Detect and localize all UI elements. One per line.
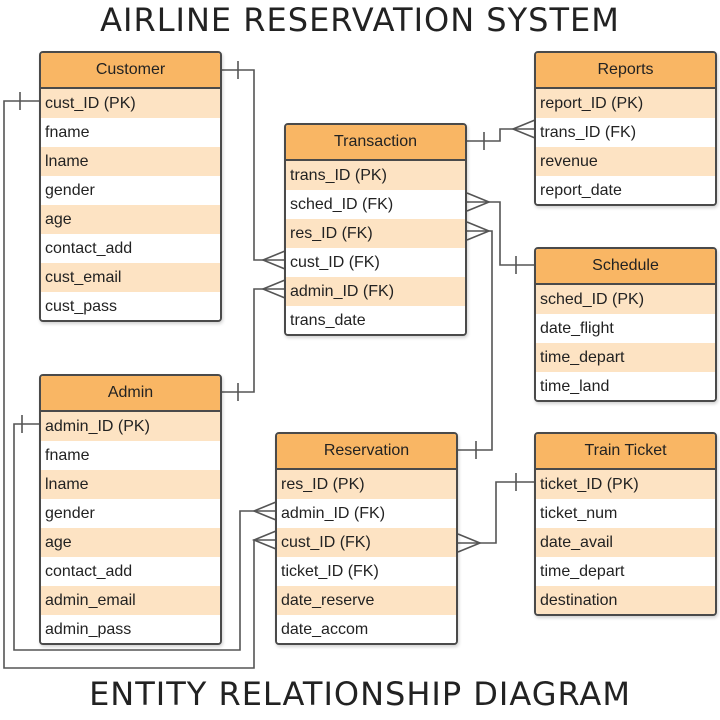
field-row: fname (41, 118, 220, 147)
entity-header: Schedule (536, 249, 715, 285)
field-row: gender (41, 499, 220, 528)
field-row: ticket_ID (FK) (277, 557, 456, 586)
field-row: res_ID (PK) (277, 470, 456, 499)
field-row: destination (536, 586, 715, 614)
link-customer-reservation (3, 92, 277, 669)
link-reservation-transaction (458, 221, 493, 459)
entity-admin[interactable]: Admin admin_ID (PK) fname lname gender a… (39, 374, 222, 645)
field-row: cust_ID (PK) (41, 89, 220, 118)
field-row: admin_ID (FK) (286, 277, 465, 306)
field-row: report_ID (PK) (536, 89, 715, 118)
entity-header: Train Ticket (536, 434, 715, 470)
link-transaction-reports (467, 119, 536, 150)
link-customer-transaction (222, 61, 286, 270)
field-row: ticket_num (536, 499, 715, 528)
field-row: age (41, 528, 220, 557)
field-row: cust_ID (FK) (277, 528, 456, 557)
field-row: ticket_ID (PK) (536, 470, 715, 499)
field-row: admin_ID (PK) (41, 412, 220, 441)
field-row: contact_add (41, 557, 220, 586)
field-row: time_depart (536, 343, 715, 372)
field-row: report_date (536, 176, 715, 204)
entity-reports[interactable]: Reports report_ID (PK) trans_ID (FK) rev… (534, 51, 717, 206)
field-row: sched_ID (PK) (536, 285, 715, 314)
field-row: admin_email (41, 586, 220, 615)
field-row: trans_ID (PK) (286, 161, 465, 190)
entity-train-ticket[interactable]: Train Ticket ticket_ID (PK) ticket_num d… (534, 432, 717, 616)
entity-header: Reports (536, 53, 715, 89)
field-row: admin_pass (41, 615, 220, 643)
field-row: cust_pass (41, 292, 220, 320)
field-row: date_reserve (277, 586, 456, 615)
field-row: time_land (536, 372, 715, 400)
field-row: cust_ID (FK) (286, 248, 465, 277)
field-row: date_accom (277, 615, 456, 643)
entity-header: Admin (41, 376, 220, 412)
field-row: age (41, 205, 220, 234)
link-trainticket-reservation (457, 473, 535, 553)
link-admin-transaction (222, 279, 286, 401)
entity-header: Reservation (277, 434, 456, 470)
field-row: sched_ID (FK) (286, 190, 465, 219)
entity-customer[interactable]: Customer cust_ID (PK) fname lname gender… (39, 51, 222, 322)
entity-header: Customer (41, 53, 220, 89)
entity-schedule[interactable]: Schedule sched_ID (PK) date_flight time_… (534, 247, 717, 402)
entity-reservation[interactable]: Reservation res_ID (PK) admin_ID (FK) cu… (275, 432, 458, 645)
field-row: fname (41, 441, 220, 470)
field-row: cust_email (41, 263, 220, 292)
field-row: time_depart (536, 557, 715, 586)
field-row: lname (41, 147, 220, 176)
field-row: date_avail (536, 528, 715, 557)
field-row: trans_ID (FK) (536, 118, 715, 147)
field-row: date_flight (536, 314, 715, 343)
diagram-title: AIRLINE RESERVATION SYSTEM (100, 1, 620, 39)
field-row: revenue (536, 147, 715, 176)
field-row: contact_add (41, 234, 220, 263)
link-admin-reservation (13, 415, 277, 651)
diagram-subtitle: ENTITY RELATIONSHIP DIAGRAM (89, 675, 631, 713)
entity-transaction[interactable]: Transaction trans_ID (PK) sched_ID (FK) … (284, 123, 467, 336)
field-row: lname (41, 470, 220, 499)
field-row: trans_date (286, 306, 465, 334)
entity-header: Transaction (286, 125, 465, 161)
field-row: gender (41, 176, 220, 205)
field-row: admin_ID (FK) (277, 499, 456, 528)
link-schedule-transaction (466, 192, 535, 274)
field-row: res_ID (FK) (286, 219, 465, 248)
